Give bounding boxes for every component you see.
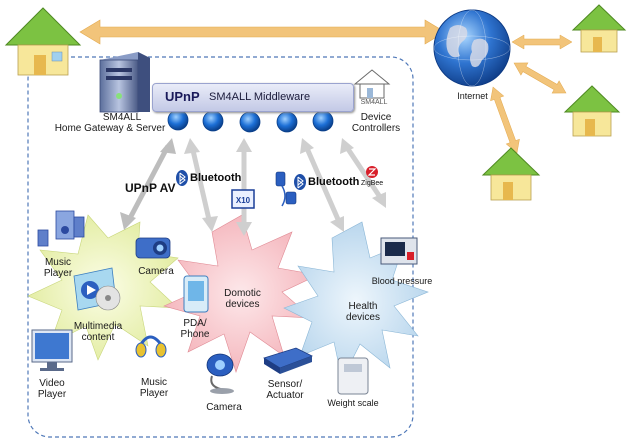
- zigbee-label: ZigBee: [361, 180, 384, 187]
- gateway-label-line1: SM4ALL: [102, 112, 142, 123]
- arrow-x10: [236, 138, 252, 236]
- middleware-bar: UPnP SM4ALL Middleware: [152, 83, 354, 112]
- house-icon-remote-2: [563, 85, 621, 137]
- domotic-title-line2: devices: [225, 299, 260, 310]
- arrow-zigbee: [340, 138, 386, 208]
- upnp-logo: UPnP: [165, 89, 200, 104]
- house-icon-remote-1: [571, 4, 627, 53]
- gateway-label-line2: Home Gateway & Server: [54, 123, 166, 134]
- arrow-house-internet: [79, 19, 446, 45]
- middleware-node-5: [312, 110, 334, 132]
- multimedia-title-line1: Multimedia: [73, 321, 123, 332]
- health-title-line1: Health: [348, 301, 378, 312]
- headphones-icon: [135, 335, 167, 358]
- globe-icon: [433, 9, 511, 87]
- speaker-system-icon: [37, 210, 85, 247]
- middleware-title: SM4ALL Middleware: [209, 91, 311, 103]
- zigbee-icon: [366, 166, 378, 178]
- house-icon-home: [4, 7, 82, 76]
- bluetooth-dongle-icon: [275, 171, 297, 207]
- music-player-top-line2: Player: [43, 268, 73, 279]
- blood-pressure-label: Blood pressure: [371, 276, 433, 286]
- middleware-node-3: [239, 111, 261, 133]
- pda-label-line2: Phone: [180, 329, 210, 340]
- music-player-bottom-line2: Player: [139, 388, 169, 399]
- weight-scale-icon: [337, 357, 369, 395]
- video-player-line2: Player: [37, 389, 67, 400]
- device-controllers-label-line1: Device: [360, 112, 392, 123]
- pda-phone-icon: [183, 275, 209, 313]
- sensor-label-line1: Sensor/: [267, 379, 303, 390]
- video-player-line1: Video: [39, 378, 65, 389]
- arrow-internet-house-3: [490, 86, 520, 154]
- upnp-av-label: UPnP AV: [125, 181, 176, 195]
- arrow-bluetooth-2: [300, 138, 344, 232]
- middleware-node-2: [202, 110, 224, 132]
- arrow-internet-house-2: [513, 62, 567, 94]
- weight-scale-label: Weight scale: [327, 398, 379, 408]
- music-player-bottom-line1: Music: [140, 377, 168, 388]
- video-monitor-icon: [31, 329, 73, 371]
- pda-label-line1: PDA/: [183, 318, 207, 329]
- sm4all-logo-text: SM4ALL: [360, 99, 388, 106]
- music-player-top-line1: Music: [44, 257, 72, 268]
- arrow-bluetooth-1: [184, 138, 218, 232]
- scanner-icon: [263, 347, 313, 374]
- camera-top-label: Camera: [138, 266, 174, 277]
- multimedia-title-line2: content: [81, 332, 115, 343]
- webcam-icon: [206, 353, 234, 394]
- health-title-line2: devices: [346, 312, 380, 323]
- bluetooth-icon-2: [294, 174, 306, 190]
- house-icon-remote-3: [481, 147, 541, 201]
- camera-bottom-label: Camera: [206, 402, 242, 413]
- arrow-internet-house-1: [511, 34, 573, 50]
- svg-text:X10: X10: [236, 196, 251, 205]
- camera-icon-top: [135, 237, 171, 259]
- bluetooth-label-1: Bluetooth: [190, 172, 242, 184]
- arrow-upnp-av: [120, 138, 176, 230]
- bluetooth-icon-1: [176, 170, 188, 186]
- bluetooth-label-2: Bluetooth: [308, 176, 360, 188]
- sm4all-logo: [353, 69, 391, 99]
- internet-label: Internet: [457, 91, 488, 101]
- middleware-node-4: [276, 111, 298, 133]
- domotic-burst: [163, 214, 319, 373]
- device-controllers-label-line2: Controllers: [351, 123, 401, 134]
- server-icon: [99, 52, 150, 113]
- blood-pressure-monitor-icon: [380, 237, 418, 265]
- domotic-title-line1: Domotic: [224, 288, 261, 299]
- sensor-label-line2: Actuator: [266, 390, 304, 401]
- middleware-nodes: [167, 109, 334, 133]
- home-boundary: [27, 56, 414, 438]
- media-player-icon: [73, 267, 121, 311]
- x10-module-icon: X10: [231, 189, 255, 209]
